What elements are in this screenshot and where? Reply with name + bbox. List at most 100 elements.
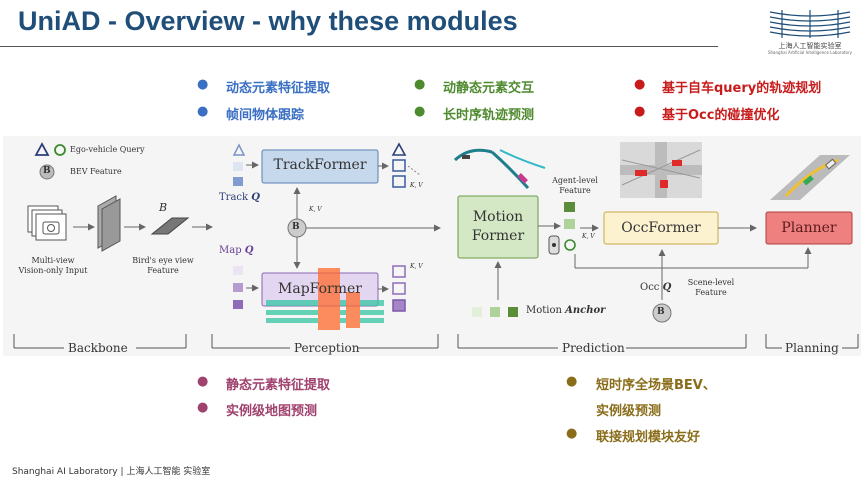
- scene-level-label-1: Scene-level: [687, 278, 735, 287]
- bullet-dot: ●: [197, 374, 209, 389]
- motion-anchor-symbol: Anchor: [565, 305, 606, 316]
- track-query-square: [233, 162, 243, 171]
- prediction-scene-image: [453, 148, 546, 190]
- bev-feature-icon: [39, 164, 55, 180]
- bullet-red-2: 基于Occ的碰撞优化: [662, 108, 780, 123]
- mapformer-label: MapFormer: [278, 281, 362, 297]
- multiview-label-2: Vision-only Input: [18, 266, 88, 275]
- diagram-panel: [3, 136, 861, 356]
- bullet-dot: ●: [634, 104, 646, 119]
- track-q-symbol: Q: [251, 192, 260, 203]
- backbone-bracket: [13, 334, 187, 349]
- page-title: UniAD - Overview - why these modules: [18, 6, 518, 36]
- bev-symbol: B: [43, 166, 51, 176]
- bev-node-b-1: B: [292, 222, 300, 232]
- query-circle-icon: [54, 144, 66, 156]
- occformer-label: OccFormer: [621, 220, 701, 236]
- bullet-olive-1-cont: 实例级预测: [596, 404, 662, 419]
- bullet-olive-1: 短时序全场景BEV、: [596, 378, 716, 393]
- occ-q-label: Occ Q: [640, 282, 671, 293]
- bullet-purple-1: 静态元素特征提取: [226, 378, 331, 393]
- bullet-blue-1: 动态元素特征提取: [226, 81, 331, 96]
- agent-feature-square: [564, 202, 575, 212]
- map-q-symbol: Q: [244, 245, 254, 256]
- track-q-text: Track: [219, 192, 249, 203]
- motionformer-box: [457, 195, 539, 259]
- anchor-square: [490, 307, 500, 317]
- birds-eye-label-2: Feature: [147, 266, 179, 275]
- perception-bracket: [211, 334, 439, 349]
- bullet-green-1: 动静态元素交互: [443, 81, 535, 96]
- track-output-square: [392, 159, 406, 172]
- section-perception: Perception: [294, 341, 360, 355]
- trackformer-label: TrackFormer: [273, 157, 367, 173]
- legend-bev-label: BEV Feature: [70, 167, 122, 176]
- agent-feature-square: [564, 219, 575, 229]
- bullet-dot: ●: [634, 77, 646, 92]
- planner-label: Planner: [781, 220, 837, 236]
- bev-node-b-2: B: [657, 307, 665, 317]
- bev-node-prediction: [652, 303, 672, 323]
- camera-images-icon: [27, 205, 67, 241]
- bev-plane-icon: [150, 217, 190, 235]
- bullet-green-2: 长时序轨迹预测: [443, 108, 535, 123]
- track-query-square: [233, 177, 243, 186]
- footer-sep: |: [120, 467, 124, 477]
- bullet-dot: ●: [566, 374, 578, 389]
- bullet-blue-2: 帧间物体跟踪: [226, 108, 305, 123]
- map-segmentation-overlay: [266, 268, 384, 330]
- track-q-label: Track Q: [219, 192, 260, 203]
- motionformer-label-1: Motion: [472, 209, 524, 225]
- section-prediction: Prediction: [562, 341, 625, 355]
- logo-text-cn: 上海人工智能实验室: [778, 42, 842, 50]
- bullet-purple-2: 实例级地图预测: [226, 404, 318, 419]
- scene-level-label-2: Feature: [695, 288, 727, 297]
- track-output-square: [392, 175, 406, 188]
- bullet-dot: ●: [414, 77, 426, 92]
- kv-label-2: K, V: [410, 182, 423, 189]
- multiview-label-1: Multi-view: [31, 256, 75, 265]
- map-q-label: Map Q: [219, 245, 254, 256]
- planner-box: [765, 211, 853, 245]
- bev-b-label: B: [159, 201, 168, 214]
- map-output-square: [392, 282, 406, 295]
- map-output-square: [392, 299, 406, 312]
- track-query-triangle-icon: [232, 143, 246, 156]
- map-q-text: Map: [219, 245, 242, 256]
- footer-right: 上海人工智能 实验室: [126, 467, 211, 477]
- lab-logo: [769, 10, 851, 38]
- kv-label-4: K, V: [582, 233, 595, 240]
- map-query-square: [233, 283, 243, 292]
- planning-scene-image: [770, 155, 850, 200]
- bullet-dot: ●: [197, 77, 209, 92]
- kv-label-1: K, V: [309, 206, 322, 213]
- motion-anchor-label: Motion Anchor: [526, 305, 605, 316]
- bullet-dot: ●: [197, 400, 209, 415]
- map-query-square: [233, 266, 243, 275]
- bullet-dot: ●: [414, 104, 426, 119]
- section-backbone: Backbone: [68, 341, 128, 355]
- car-icon: [548, 235, 560, 255]
- prediction-bracket: [457, 334, 747, 349]
- kv-label-3: K, V: [410, 263, 423, 270]
- map-output-square: [392, 265, 406, 278]
- query-triangle-icon: [34, 142, 50, 156]
- footer-left: Shanghai AI Laboratory: [12, 467, 118, 477]
- map-query-square: [233, 300, 243, 309]
- motionformer-label-2: Former: [471, 228, 525, 244]
- anchor-square: [508, 307, 518, 317]
- bullet-dot: ●: [197, 104, 209, 119]
- bullet-red-1: 基于自车query的轨迹规划: [662, 81, 822, 96]
- bullet-dot: ●: [566, 426, 578, 441]
- anchor-square: [472, 307, 482, 317]
- footer: Shanghai AI Laboratory | 上海人工智能 实验室: [12, 464, 210, 477]
- motion-anchor-text: Motion: [526, 305, 562, 316]
- planning-bracket: [765, 334, 859, 349]
- bullet-olive-2: 联接规划模块友好: [596, 430, 701, 445]
- encoder-block: [97, 195, 121, 252]
- agent-level-label-2: Feature: [559, 186, 591, 195]
- track-output-triangle-icon: [391, 142, 407, 156]
- birds-eye-label-1: Bird's eye view: [132, 256, 194, 265]
- section-planning: Planning: [785, 341, 839, 355]
